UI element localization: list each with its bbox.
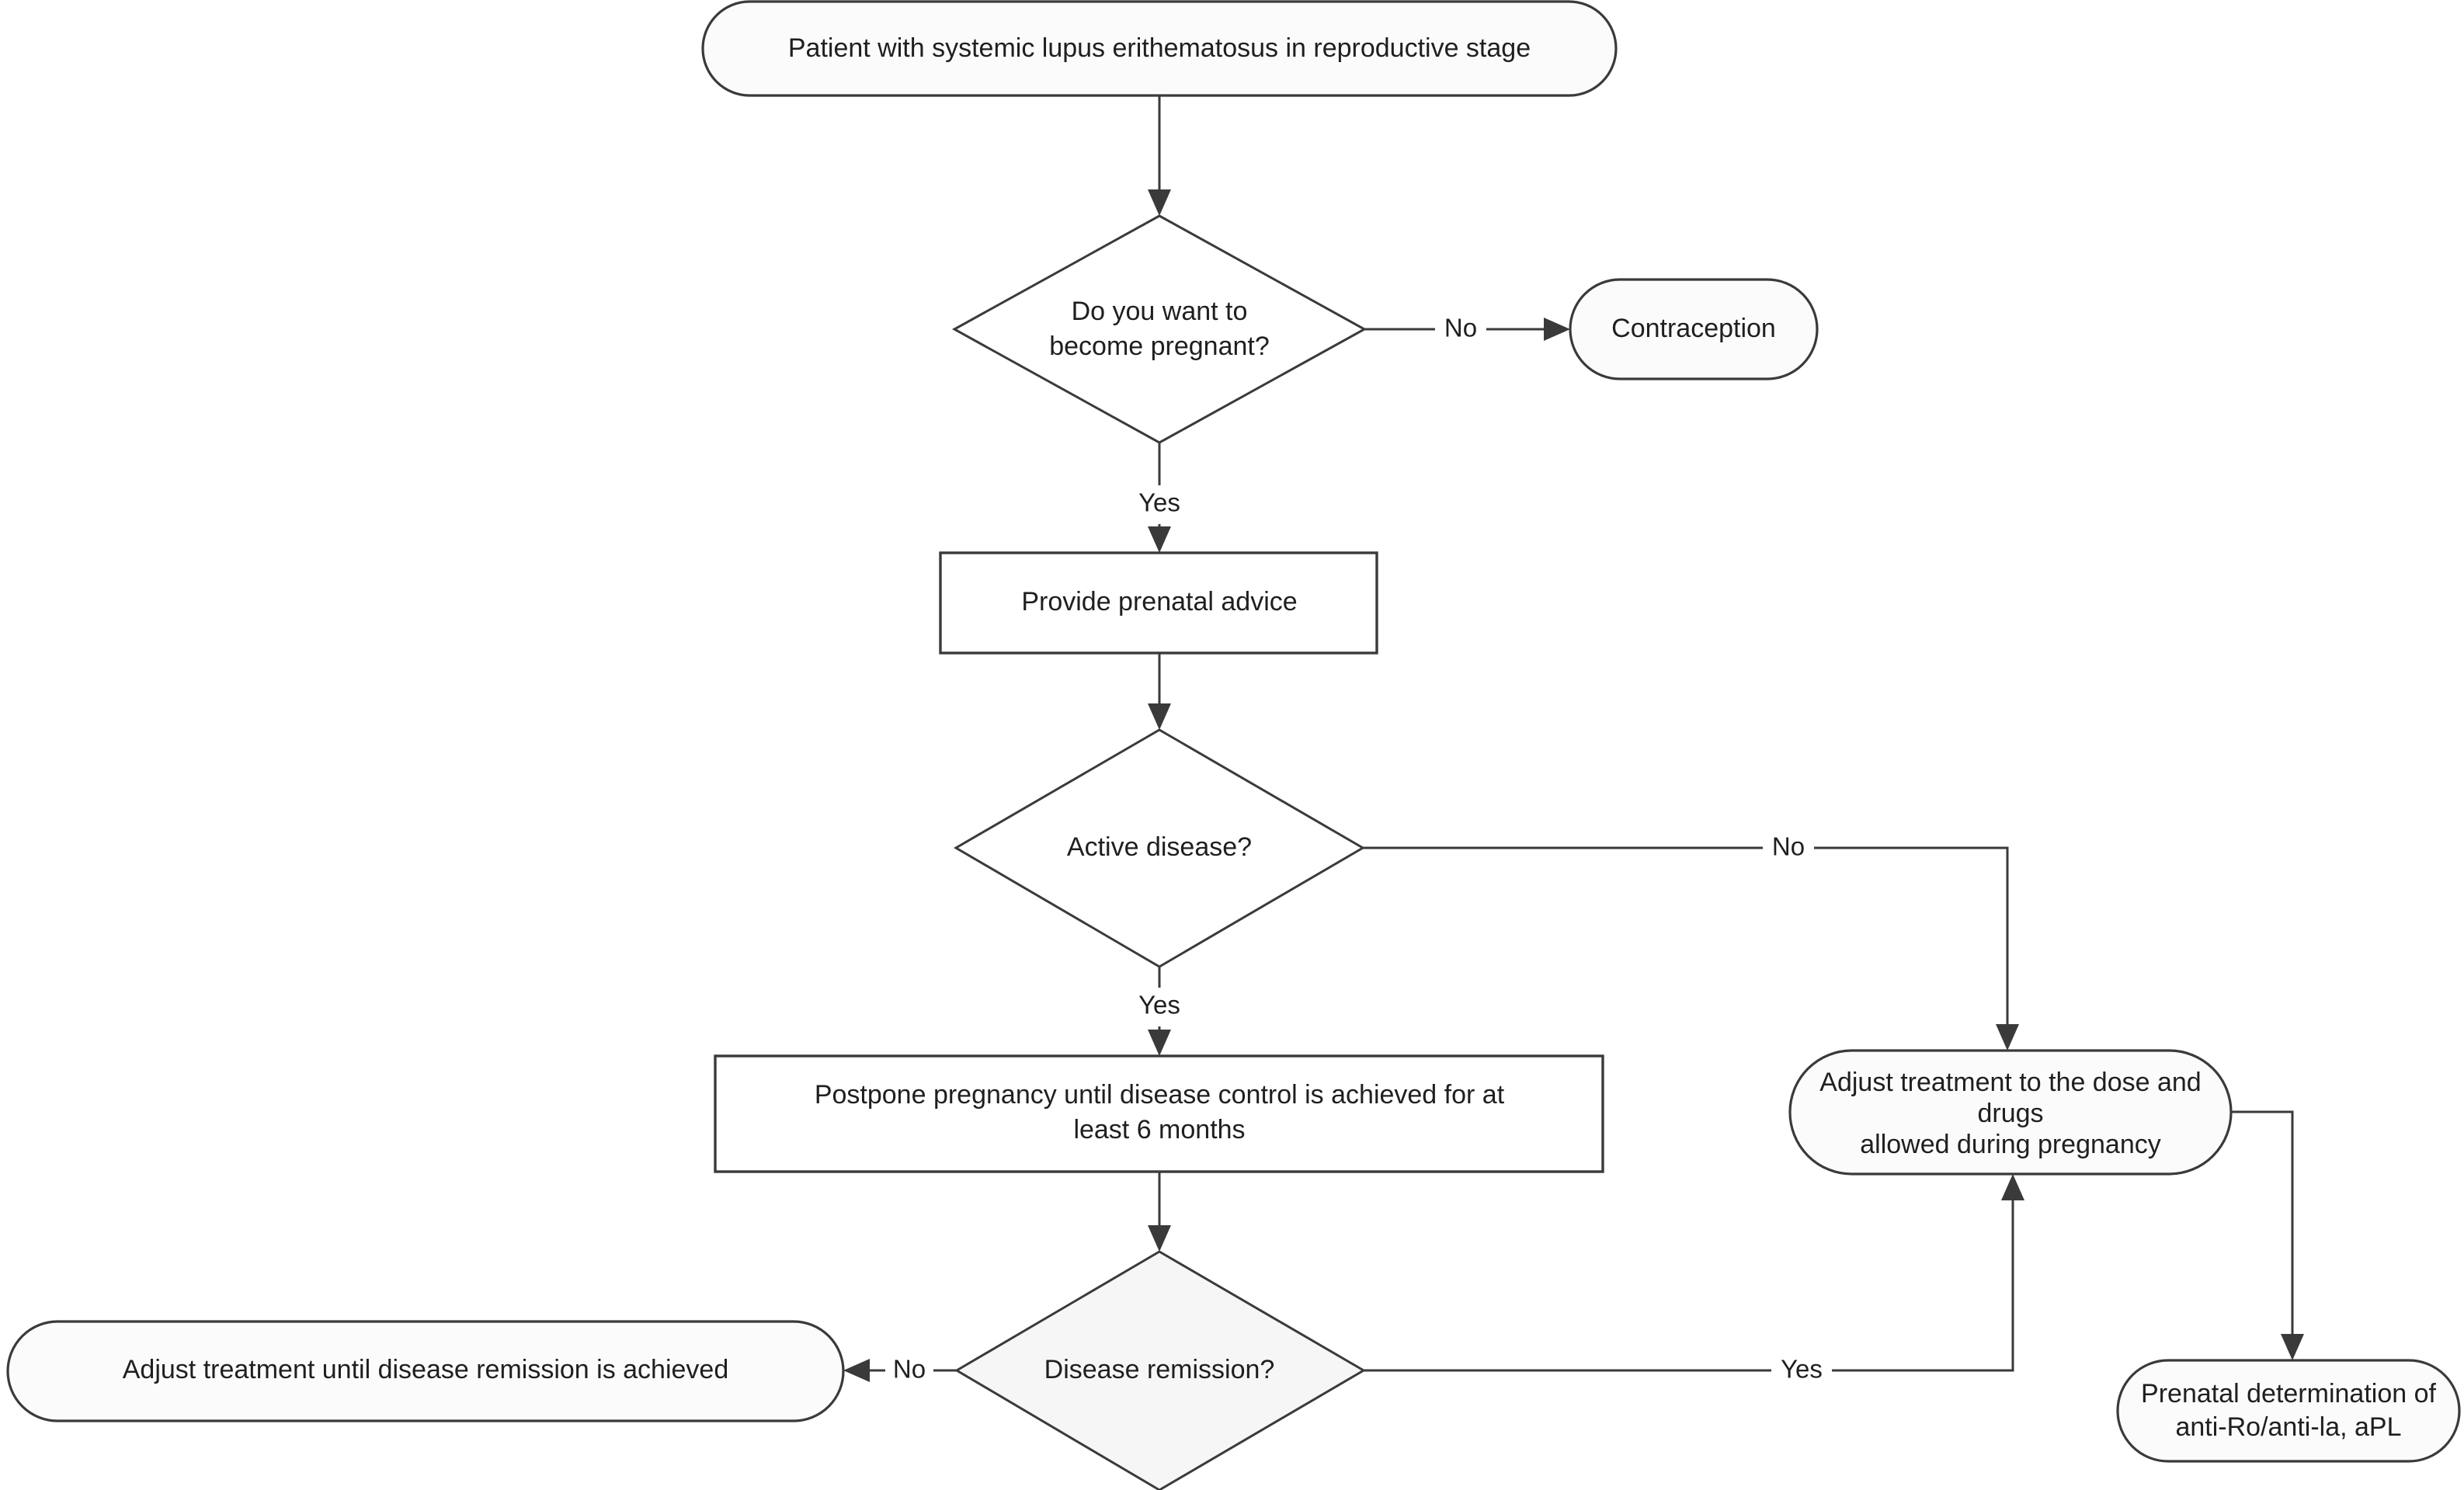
node-remission-label: Disease remission? <box>1044 1355 1275 1384</box>
node-postpone-label-line1: Postpone pregnancy until disease control… <box>815 1080 1505 1110</box>
edge-start-to-want-pregnant <box>1148 96 1171 216</box>
node-want-pregnant-shape <box>951 214 1368 444</box>
node-adjust-dose-label-line1: Adjust treatment to the dose and <box>1819 1068 2201 1097</box>
edge-active-disease-no-adjust-dose: No <box>1363 828 2019 1051</box>
node-adjust-dose-shape <box>1788 1049 2233 1176</box>
node-contraception-label: Contraception <box>1611 314 1776 343</box>
edge-label-no-contraception: No <box>1444 314 1477 342</box>
node-prenatal-determination-label-line1: Prenatal determination of <box>2141 1379 2436 1408</box>
edge-want-pregnant-no-contraception: No <box>1364 311 1570 349</box>
node-active-disease-shape <box>954 728 1365 968</box>
node-adjust-dose-label-line3: allowed during pregnancy <box>1860 1130 2160 1159</box>
node-prenatal-determination-shape <box>2116 1359 2461 1463</box>
edge-active-disease-yes-postpone: Yes <box>1130 967 1190 1056</box>
edge-want-pregnant-yes-advice: Yes <box>1130 443 1190 553</box>
node-active-disease[interactable]: Active disease? <box>954 728 1365 968</box>
node-prenatal-determination-label-line2: anti-Ro/anti-la, aPL <box>2175 1412 2401 1442</box>
node-prenatal-advice[interactable]: Provide prenatal advice <box>939 551 1378 655</box>
edge-label-no-adjust-until: No <box>893 1355 926 1384</box>
node-adjust-until-remission-label: Adjust treatment until disease remission… <box>123 1355 729 1384</box>
node-want-pregnant-label-line1: Do you want to <box>1072 297 1248 326</box>
edge-label-no-adjust-dose: No <box>1772 832 1805 861</box>
edge-label-bg <box>1130 485 1190 524</box>
node-adjust-until-remission-shape <box>6 1320 845 1422</box>
edge-adjust-dose-to-prenatal-determination <box>2231 1110 2304 1360</box>
edge-label-bg <box>885 1351 933 1390</box>
node-want-pregnant-label-line2: become pregnant? <box>1049 332 1270 361</box>
edge-label-bg <box>1771 1351 1832 1390</box>
node-prenatal-advice-shape <box>939 551 1378 655</box>
edge-label-bg <box>1130 988 1190 1026</box>
edge-remission-yes-adjust-dose: Yes <box>1364 1174 2024 1390</box>
node-postpone[interactable]: Postpone pregnancy until disease control… <box>714 1054 1604 1173</box>
edge-postpone-to-remission <box>1148 1172 1171 1252</box>
node-postpone-shape <box>714 1054 1604 1173</box>
node-active-disease-label: Active disease? <box>1067 832 1252 862</box>
node-adjust-dose-label-line2: drugs <box>1977 1099 2043 1128</box>
edge-remission-no-adjust-until: No <box>843 1351 957 1390</box>
node-remission[interactable]: Disease remission? <box>954 1250 1366 1490</box>
node-prenatal-advice-label: Provide prenatal advice <box>1021 587 1297 616</box>
node-prenatal-determination[interactable]: Prenatal determination of anti-Ro/anti-l… <box>2116 1359 2461 1463</box>
edge-label-bg <box>1763 828 1814 867</box>
node-start[interactable]: Patient with systemic lupus erithematosu… <box>701 0 1618 97</box>
node-contraception-shape <box>1569 278 1819 380</box>
node-want-pregnant[interactable]: Do you want to become pregnant? <box>951 214 1368 444</box>
edge-label-yes-adjust-dose: Yes <box>1781 1355 1823 1384</box>
node-adjust-until-remission[interactable]: Adjust treatment until disease remission… <box>6 1320 845 1422</box>
node-remission-shape <box>954 1250 1366 1490</box>
node-start-shape <box>701 0 1618 97</box>
node-adjust-dose[interactable]: Adjust treatment to the dose and drugs a… <box>1788 1049 2233 1176</box>
node-contraception[interactable]: Contraception <box>1569 278 1819 380</box>
node-start-label: Patient with systemic lupus erithematosu… <box>788 33 1531 63</box>
edge-advice-to-active-disease <box>1148 653 1171 730</box>
edge-label-yes-advice: Yes <box>1138 488 1180 517</box>
edge-label-yes-postpone: Yes <box>1138 991 1180 1019</box>
node-postpone-label-line2: least 6 months <box>1073 1115 1245 1144</box>
edge-label-bg <box>1435 311 1486 349</box>
